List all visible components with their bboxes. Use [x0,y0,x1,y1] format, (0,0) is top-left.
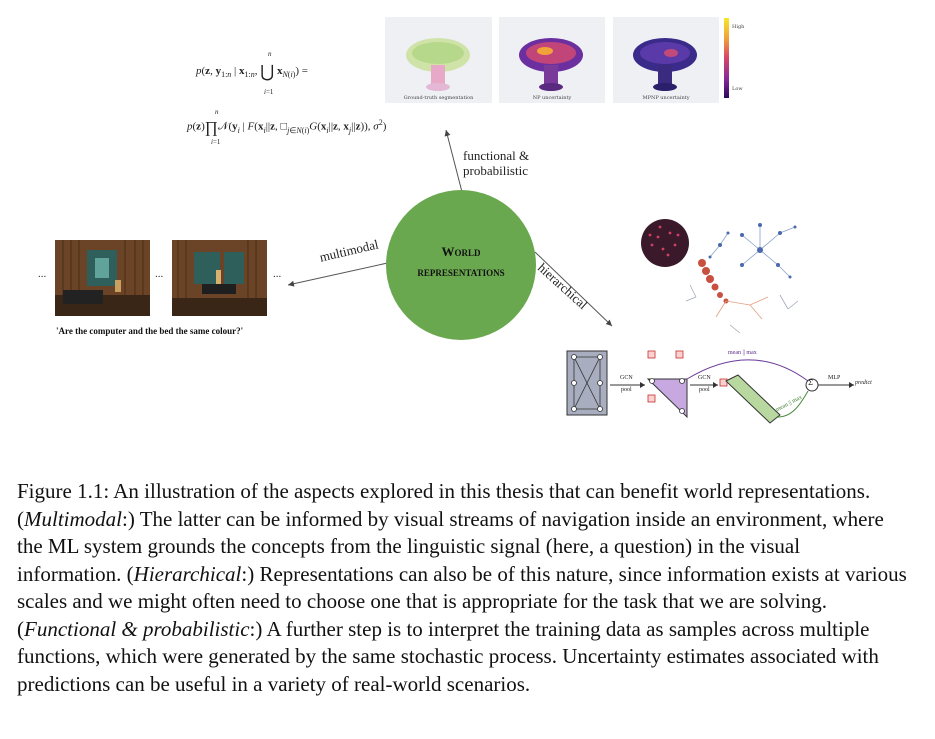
gnn-gcn-label-2: GCN [698,375,711,381]
label-functional-line-2: probabilistic [463,163,528,178]
panel-mpnp-uncertainty: MPNP uncertainty [613,17,719,103]
mushroom-mpnp-uncertainty-image [633,38,697,91]
caption-hierarchical-text: Representations can also be of this natu… [17,561,907,614]
ellipsis-left: ... [38,268,47,280]
gnn-pool-label-1: pool [621,387,632,393]
gnn-mlp-label: MLP [828,375,841,381]
colorbar-low-label: Low [732,86,743,92]
pooled-graph-1 [646,378,688,419]
pooled-graph-2 [725,374,781,424]
caption-functional-text: A further step is to interpret the train… [17,616,879,696]
room-image-1 [55,240,150,316]
center-title-line-2: representations [417,264,505,279]
navigation-question: 'Are the computer and the bed the same c… [56,326,244,336]
formula-line-1: p(z, y1:n | x1:n, ⋃ xN(i)) = [196,62,308,81]
panel-caption: NP uncertainty [532,95,572,101]
gnn-predict-label: predict [855,380,872,386]
room-image-2 [172,240,267,316]
ellipsis-right: ... [273,268,282,280]
gnn-pool-label-2: pool [699,387,710,393]
mushroom-ground-truth-image [406,38,470,91]
mushroom-np-uncertainty-image [519,38,583,91]
caption-functional-label: Functional & probabilistic [24,616,250,641]
center-title: World representations [386,242,536,282]
gnn-mean-max-top: mean || max [728,350,757,356]
label-functional: functional & probabilistic [463,148,529,178]
panel-np-uncertainty: NP uncertainty [499,17,605,103]
center-title-line-1: World [441,244,481,259]
formula-line-2: p(z)∏𝒩(yi | F(xi||z, □j∈N(i)G(xi||z, xj|… [187,118,387,137]
panel-caption: Ground-truth segmentation [403,95,474,101]
gnn-gcn-label-1: GCN [620,375,633,381]
gnn-pipeline-diagram [566,350,854,424]
caption-lead: Figure 1.1: An illustration of the aspec… [17,479,871,503]
colorbar [724,18,729,98]
ellipsis-middle: ... [155,268,164,280]
union-lower-limit: i=1 [264,88,274,96]
product-upper-limit: n [215,108,219,116]
world-representations-circle [386,190,536,340]
navigation-frame-1 [55,240,150,316]
navigation-frame-2 [172,240,267,316]
dropped-nodes [647,350,728,403]
product-lower-limit: i=1 [211,138,221,146]
colorbar-high-label: High [732,24,745,30]
central-diagram [287,129,613,340]
figure-caption: Figure 1.1: An illustration of the aspec… [17,479,907,696]
label-functional-line-1: functional & [463,148,530,163]
panel-ground-truth: Ground-truth segmentation [385,17,492,103]
arrow-multimodal [287,261,393,287]
union-upper-limit: n [268,50,272,58]
caption-multimodal-text: The latter can be informed by visual str… [17,506,884,586]
caption-multimodal-label: Multimodal [24,506,122,531]
panel-caption: MPNP uncertainty [642,95,690,101]
hierarchical-graphs-image [641,219,799,334]
gnn-sum-symbol: Σ [808,379,813,387]
arrow-functional [444,129,463,193]
caption-hierarchical-label: Hierarchical [133,561,242,586]
arrow-hierarchical [534,251,613,327]
